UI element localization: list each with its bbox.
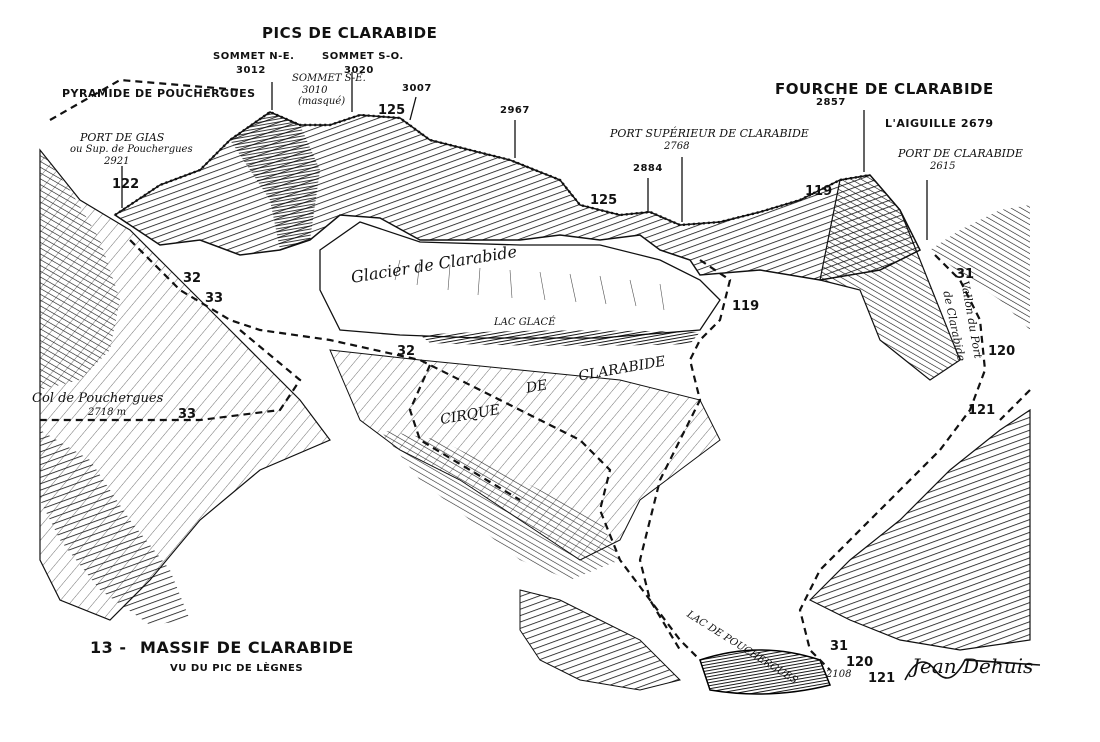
route-number: 120 — [988, 344, 1016, 359]
main-title: PICS DE CLARABIDE — [262, 24, 438, 42]
right-upper-ridge — [930, 205, 1030, 330]
left-dark-face — [40, 150, 120, 390]
col-label: Col de Pouchergues — [32, 391, 164, 406]
trail-routes — [40, 78, 1031, 671]
port-superieur-altitude: 2768 — [664, 141, 690, 152]
port-gias-sub: ou Sup. de Pouchergues — [70, 144, 193, 155]
cirque-rock-band — [380, 430, 620, 580]
route-number: 119 — [805, 184, 833, 199]
route-cirque — [40, 329, 302, 422]
glacier-crevasses — [394, 259, 665, 311]
port-gias-label: PORT DE GIAS — [80, 131, 165, 144]
route-number: 125 — [378, 103, 406, 118]
artist-signature: Jean Dehuis — [912, 654, 1034, 678]
port-clarabide-label: PORT DE CLARABIDE — [898, 147, 1023, 160]
port-gias-altitude: 2921 — [104, 156, 130, 167]
route-32-33 — [129, 239, 701, 661]
fourche-label: FOURCHE DE CLARABIDE — [775, 80, 994, 98]
route-cirque-dashed — [408, 364, 521, 501]
rock-shadow-left — [230, 112, 320, 250]
route-number: 33 — [205, 291, 224, 306]
foreground-rock — [519, 589, 681, 691]
right-lower-mountain — [808, 408, 1031, 651]
left-lower-rocks — [40, 430, 190, 625]
rock-shadow-right — [819, 174, 961, 381]
lac-pouchergues-altitude: 2108 — [826, 669, 852, 680]
peak-2967: 2967 — [500, 105, 530, 116]
caption-subtitle: VU DU PIC DE LÈGNES — [170, 663, 304, 674]
route-number: 31 — [956, 267, 975, 282]
col-altitude: 2718 m — [88, 407, 127, 418]
leader-lines — [121, 72, 928, 240]
sommet-so-altitude: 3020 — [344, 65, 374, 76]
fourche-altitude: 2857 — [816, 97, 846, 108]
peak-3007: 3007 — [402, 83, 432, 94]
caption-number: 13 - — [90, 638, 127, 657]
lac-glace-label: LAC GLACÉ — [494, 317, 556, 328]
cirque-label-2: DE — [524, 377, 549, 397]
route-number: 32 — [183, 271, 202, 286]
route-number: 122 — [112, 177, 140, 192]
port-superieur-label: PORT SUPÉRIEUR DE CLARABIDE — [610, 127, 809, 140]
signature-mark — [904, 659, 1041, 681]
pyramide-label: PYRAMIDE DE POUCHERGUES — [62, 87, 256, 100]
route-number: 125 — [590, 193, 618, 208]
glacier-area — [319, 221, 721, 339]
caption-title: MASSIF DE CLARABIDE — [140, 638, 354, 657]
sommet-ne-altitude: 3012 — [236, 65, 266, 76]
ridge-crest-dots — [114, 110, 871, 227]
sommet-ne-label: SOMMET N-E. — [213, 51, 295, 62]
route-31-120-121 — [798, 254, 987, 671]
aiguille-label: L'AIGUILLE 2679 — [885, 117, 994, 130]
route-number: 121 — [968, 403, 996, 418]
route-number: 120 — [846, 655, 874, 670]
route-number: 32 — [397, 344, 416, 359]
lac-pouchergues-shape — [699, 649, 832, 695]
port-clarabide-altitude: 2615 — [930, 161, 956, 172]
sommet-so-label: SOMMET S-O. — [322, 51, 404, 62]
route-number: 33 — [178, 407, 197, 422]
sommet-se-altitude: 3010 — [302, 85, 328, 96]
route-number: 119 — [732, 299, 760, 314]
sommet-se-note: (masqué) — [298, 96, 346, 107]
route-122 — [49, 78, 241, 121]
lac-glace-shape — [420, 330, 700, 346]
sommet-se-label: SOMMET S-E. — [292, 73, 366, 84]
peak-2884: 2884 — [633, 163, 663, 174]
route-number: 121 — [868, 671, 896, 686]
route-number: 31 — [830, 639, 849, 654]
